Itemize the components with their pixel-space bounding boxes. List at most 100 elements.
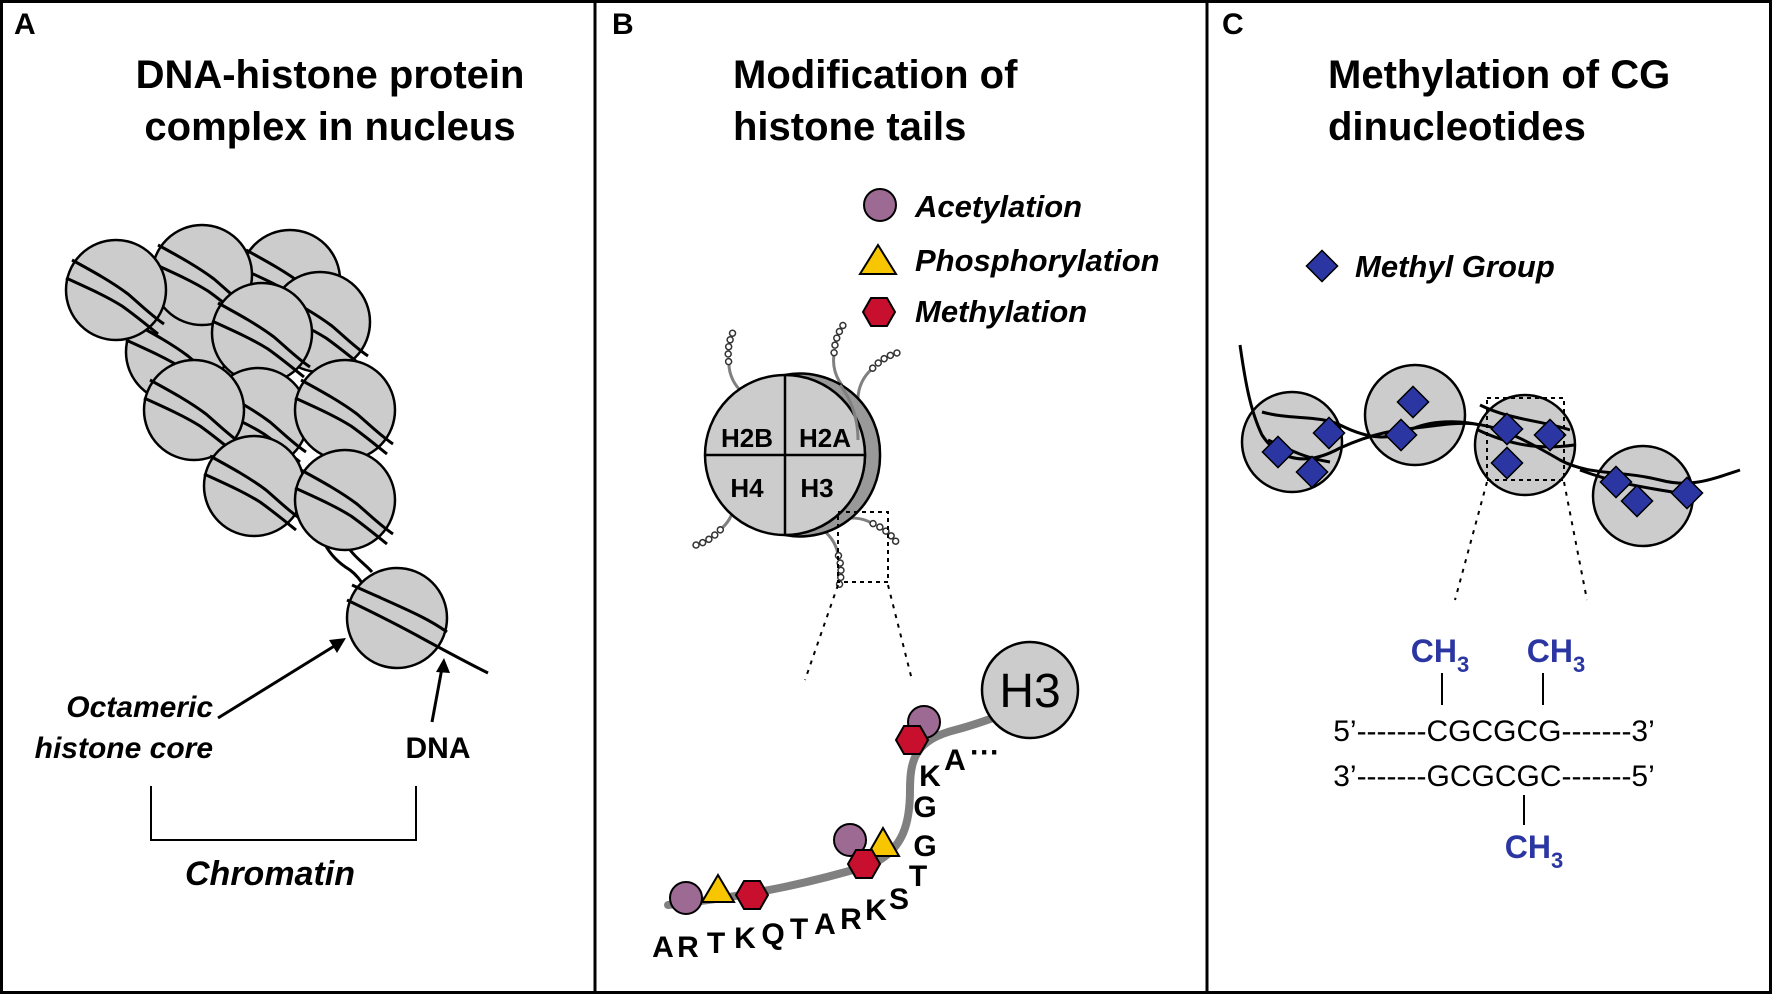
methyl-group-mark xyxy=(1533,418,1567,452)
legend-acetylation-label: Acetylation xyxy=(914,189,1082,224)
phosphorylation-mark xyxy=(865,825,901,857)
ch3-subscript: 3 xyxy=(1551,848,1563,873)
ch3-label: CH3 xyxy=(1505,829,1563,873)
methyl-group-mark xyxy=(1312,416,1346,450)
h3-zoom-label: H3 xyxy=(999,665,1060,718)
h3-tail xyxy=(664,704,1024,909)
single-nucleosome xyxy=(345,566,489,675)
methyl-group-icon xyxy=(1305,249,1339,283)
ch3-text: CH xyxy=(1411,633,1457,669)
methyl-group-mark xyxy=(1670,476,1704,510)
nucleosome xyxy=(293,448,397,552)
residue: Q xyxy=(761,918,784,951)
methyl-group-mark xyxy=(1396,385,1430,419)
nucleosome xyxy=(293,358,397,462)
chromatin-bracket xyxy=(150,786,417,841)
methyl-group-mark xyxy=(1490,412,1524,446)
residue: K xyxy=(919,760,941,793)
zoom-line-left xyxy=(804,584,839,681)
methylation-icon xyxy=(861,297,897,327)
zoom-line-right xyxy=(1563,481,1588,601)
acetylation-icon xyxy=(863,188,897,222)
methylation-mark xyxy=(894,725,930,755)
methyl-group-mark xyxy=(1384,418,1418,452)
panel-c-title-line-2: dinucleotides xyxy=(1328,105,1586,149)
histone-tail xyxy=(845,347,912,400)
histone-core xyxy=(345,566,449,670)
top-strand: 5’-------CGCGCG-------3’ xyxy=(1333,715,1655,748)
residue: K xyxy=(865,894,887,927)
residue: A xyxy=(652,931,674,964)
panel-c: C Methylation of CG dinucleotides Methyl… xyxy=(1222,8,1741,873)
phosphorylation-mark xyxy=(700,873,736,903)
ch3-subscript: 3 xyxy=(1457,652,1469,677)
nucleosome xyxy=(202,434,306,538)
histone-tail xyxy=(808,526,854,590)
dna-strand xyxy=(346,598,489,675)
zoom-box xyxy=(837,511,889,583)
chromatin-label: Chromatin xyxy=(185,855,355,893)
residue: T xyxy=(909,860,927,893)
methyl-group-mark xyxy=(1599,465,1633,499)
bottom-strand: 3’-------GCGCGC-------5’ xyxy=(1333,760,1655,793)
residue: A xyxy=(944,744,966,777)
ch3-label: CH3 xyxy=(1411,633,1469,677)
residue: T xyxy=(790,913,808,946)
panel-b-letter: B xyxy=(612,8,634,41)
core-label-line-2: histone core xyxy=(35,732,213,765)
h3-tail-detail: H3 A R T K Q T A R K S T G G K A ··· xyxy=(652,640,1080,964)
histone-octamer: H2B H2A H4 H3 xyxy=(681,319,912,590)
methylation-mark xyxy=(846,849,882,879)
dna-arrow-head xyxy=(436,658,450,673)
panel-a-title-line-1: DNA-histone protein xyxy=(136,53,525,97)
zoom-line-right xyxy=(887,584,913,681)
panel-a: A DNA-histone protein complex in nucleus xyxy=(14,8,524,893)
residue: G xyxy=(913,791,936,824)
panel-a-letter: A xyxy=(14,8,36,41)
residue: S xyxy=(889,883,909,916)
residue: ··· xyxy=(970,736,1000,769)
dna-label: DNA xyxy=(406,732,471,765)
quadrant-h2b: H2B xyxy=(721,423,773,453)
dna-arrow xyxy=(430,667,444,723)
panel-b: B Modification of histone tails Acetylat… xyxy=(612,8,1160,964)
panel-c-letter: C xyxy=(1222,8,1244,41)
methyl-group-label: Methyl Group xyxy=(1355,249,1555,284)
methyl-group-mark xyxy=(1295,455,1329,489)
phosphorylation-icon xyxy=(858,243,898,275)
cg-sequence: CH3 CH3 5’-------CGCGCG-------3’ 3’-----… xyxy=(1333,633,1655,873)
residue: A xyxy=(814,908,836,941)
zoom-line-left xyxy=(1454,481,1488,601)
methylated-chromatin xyxy=(1238,344,1741,548)
methyl-group-mark xyxy=(1261,435,1295,469)
residue: R xyxy=(840,903,862,936)
residue: G xyxy=(913,830,936,863)
ch3-text: CH xyxy=(1505,829,1551,865)
panel-c-title-line-1: Methylation of CG xyxy=(1328,53,1670,97)
core-label-line-1: Octameric xyxy=(66,691,213,724)
core-arrow-head xyxy=(329,638,346,653)
quadrant-h4: H4 xyxy=(730,473,764,503)
acetylation-mark xyxy=(833,823,867,857)
residue: K xyxy=(734,922,756,955)
methylation-mark xyxy=(734,880,770,910)
nucleosome xyxy=(64,238,168,342)
legend-methylation-label: Methylation xyxy=(915,294,1087,329)
panel-b-title-line-2: histone tails xyxy=(733,105,966,149)
methyl-group-mark xyxy=(1620,484,1654,518)
residue: R xyxy=(677,931,699,964)
residue: T xyxy=(707,927,725,960)
quadrant-h3: H3 xyxy=(800,473,833,503)
methyl-group-mark xyxy=(1490,446,1524,480)
h3-zoom-circle xyxy=(980,640,1080,740)
quadrant-h2a: H2A xyxy=(799,423,851,453)
histone-tail xyxy=(812,319,871,387)
ch3-label: CH3 xyxy=(1527,633,1585,677)
modification-legend: Acetylation Phosphorylation Methylation xyxy=(858,188,1160,329)
panel-a-title-line-2: complex in nucleus xyxy=(144,105,515,149)
legend-phosphorylation-label: Phosphorylation xyxy=(915,243,1160,278)
ch3-text: CH xyxy=(1527,633,1573,669)
chromatin-cluster xyxy=(64,223,401,602)
